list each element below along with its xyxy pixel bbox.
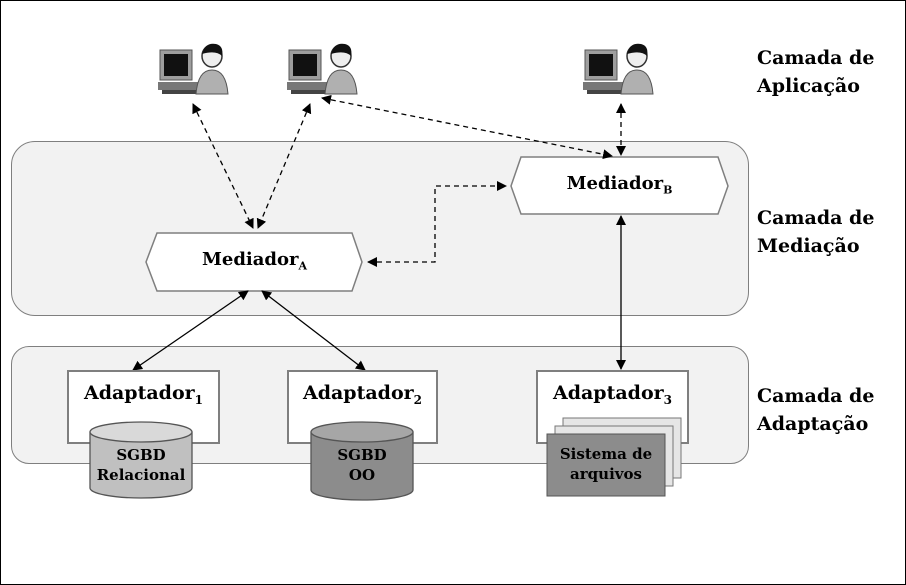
file-system-label: Sistema de arquivos [547, 444, 665, 484]
mediation-layer-label: Camada de Mediação [757, 204, 874, 260]
adapter-1-sub: 1 [194, 392, 204, 407]
adapter-1-label: Adaptador [83, 382, 195, 404]
adapter-2-sub: 2 [413, 392, 423, 407]
mediator-b-label: MediadorB [521, 173, 718, 197]
oo-db-label: SGBD OO [311, 445, 413, 485]
relational-db-line2: Relacional [96, 466, 186, 484]
adaptation-layer-label-line1: Camada de [757, 385, 875, 407]
mediator-a-adapter1-arrow [132, 290, 249, 371]
user1-mediator-a-arrow [192, 103, 254, 229]
adaptation-layer-label-line2: Adaptação [757, 413, 869, 435]
user2-mediator-b-arrow [321, 94, 613, 160]
adaptation-layer-label: Camada de Adaptação [757, 382, 874, 438]
oo-db-line2: OO [348, 466, 376, 484]
mediator-b-label-sub: B [663, 183, 673, 197]
adapter-2-box: Adaptador2 [287, 370, 438, 444]
mediator-a-label: MediadorA [157, 249, 352, 273]
adapter-2-label: Adaptador [302, 382, 414, 404]
file-system-line1: Sistema de [559, 445, 653, 463]
mediator-a-label-sub: A [298, 259, 308, 273]
adapter-3-sub: 3 [663, 392, 673, 407]
mediation-layer-label-line2: Mediação [757, 235, 860, 257]
adapter-3-box: Adaptador3 [536, 370, 689, 444]
application-layer-label-line1: Camada de [757, 47, 875, 69]
mediator-a-b-arrow [367, 181, 507, 267]
user-computer-icon [583, 43, 654, 95]
user-computer-icon [158, 43, 229, 95]
adapter-1-box: Adaptador1 [67, 370, 220, 444]
relational-db-line1: SGBD [116, 446, 166, 464]
user-computer-icon [287, 43, 358, 95]
oo-db-line1: SGBD [337, 446, 387, 464]
mediator-b-label-base: Mediador [566, 173, 664, 194]
adapter-3-label: Adaptador [552, 382, 664, 404]
mediator-a-label-base: Mediador [201, 249, 299, 270]
application-layer-label-line2: Aplicação [757, 75, 860, 97]
relational-db-label: SGBD Relacional [90, 445, 192, 485]
mediation-layer-label-line1: Camada de [757, 207, 875, 229]
user2-mediator-a-arrow [256, 103, 312, 229]
mediator-a-adapter2-arrow [261, 290, 366, 371]
application-layer-label: Camada de Aplicação [757, 44, 874, 100]
mediator-b-shape [510, 156, 729, 215]
file-system-line2: arquivos [570, 465, 642, 483]
